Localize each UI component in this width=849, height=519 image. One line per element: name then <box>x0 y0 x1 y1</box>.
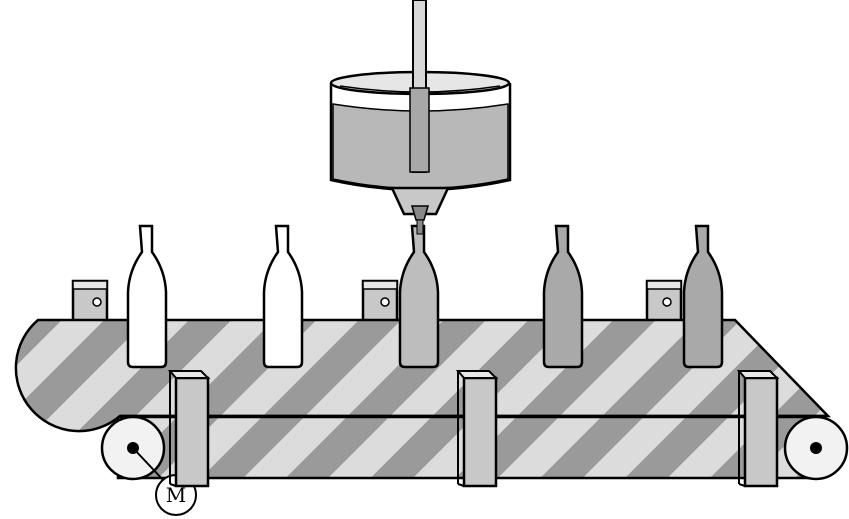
nozzle <box>390 186 450 216</box>
back-bracket-1 <box>71 279 109 323</box>
bottle-2 <box>262 224 304 369</box>
liquid-stream <box>416 219 424 235</box>
front-post-1 <box>167 370 211 488</box>
right-roller <box>783 415 849 481</box>
bottle-4 <box>542 224 584 369</box>
back-bracket-3 <box>645 279 683 323</box>
front-post-3 <box>736 370 780 488</box>
back-bracket-2 <box>361 279 399 323</box>
motor-label: M <box>166 483 186 507</box>
front-post-2 <box>455 370 499 488</box>
bottles <box>126 224 724 369</box>
bottle-5 <box>682 224 724 369</box>
back-brackets <box>71 279 683 323</box>
filling-tank <box>329 0 512 235</box>
bottle-3 <box>398 224 440 369</box>
front-posts <box>167 370 780 488</box>
belt-upper-surface <box>14 318 831 433</box>
bottle-1 <box>126 224 168 369</box>
